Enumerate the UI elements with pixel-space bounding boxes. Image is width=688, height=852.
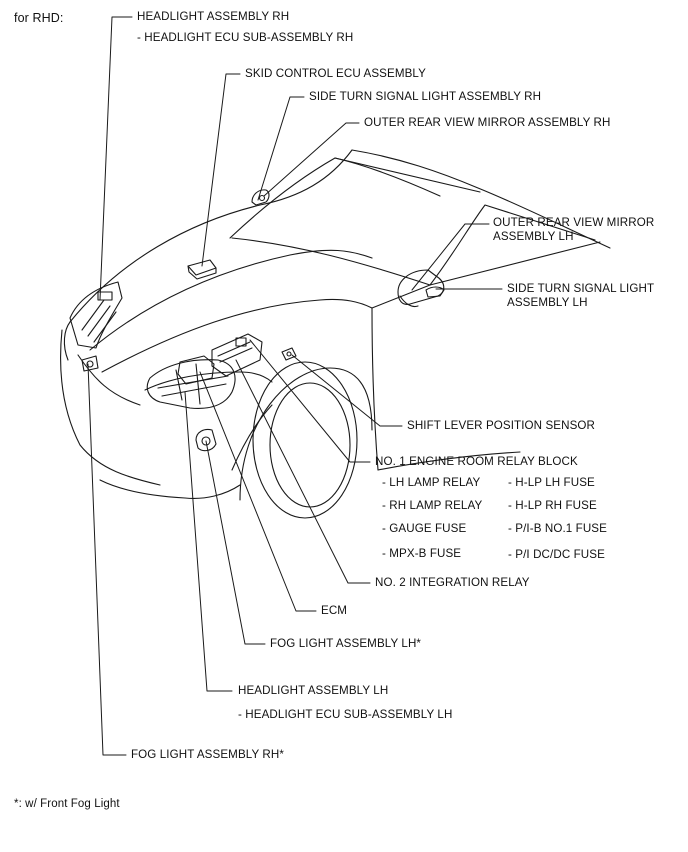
leader-mirror-rh — [263, 122, 360, 197]
windshield-outline — [229, 157, 441, 239]
leader-side-turn-rh — [257, 96, 305, 201]
label-side-turn-rh: SIDE TURN SIGNAL LIGHT ASSEMBLY RH — [309, 90, 542, 103]
label-outer-mirror-rh: OUTER REAR VIEW MIRROR ASSEMBLY RH — [364, 116, 611, 129]
label-outer-mirror-lh-line1: OUTER REAR VIEW MIRROR — [493, 216, 655, 229]
label-ecm: ECM — [321, 604, 348, 617]
label-fog-rh: FOG LIGHT ASSEMBLY RH* — [131, 748, 284, 761]
shift-sensor-shape — [281, 347, 297, 361]
leader-fog-lh — [205, 440, 266, 645]
leader-relay-block — [249, 339, 371, 463]
relay-item: - RH LAMP RELAY — [382, 499, 483, 512]
leader-ecm — [199, 371, 317, 612]
relay-item: - LH LAMP RELAY — [382, 476, 481, 489]
relay-block-shape — [211, 333, 263, 377]
label-integration-relay: NO. 2 INTEGRATION RELAY — [375, 576, 530, 589]
label-fog-lh: FOG LIGHT ASSEMBLY LH* — [270, 637, 422, 650]
label-shift-lever-sensor: SHIFT LEVER POSITION SENSOR — [407, 419, 596, 432]
front-wheel — [252, 361, 358, 519]
headlight-rh-shape — [69, 281, 123, 349]
footnote: *: w/ Front Fog Light — [14, 798, 120, 810]
leader-lines — [87, 16, 503, 756]
door-outline — [429, 204, 596, 286]
fog-rh-shape — [81, 355, 99, 372]
label-headlight-ecu-lh: - HEADLIGHT ECU SUB-ASSEMBLY LH — [238, 708, 453, 721]
variant-label: for RHD: — [14, 11, 64, 25]
label-outer-mirror-lh-line2: ASSEMBLY LH — [493, 230, 574, 243]
label-side-turn-lh-line2: ASSEMBLY LH — [507, 296, 588, 309]
leader-fog-rh — [87, 363, 127, 756]
relay-item: - P/I DC/DC FUSE — [508, 548, 605, 561]
mirror-lh-shape — [397, 269, 445, 308]
leader-shift-sensor — [291, 354, 403, 427]
relay-item: - H-LP RH FUSE — [508, 499, 597, 512]
wheel-arch — [239, 367, 373, 501]
label-skid-control-ecu: SKID CONTROL ECU ASSEMBLY — [245, 67, 426, 80]
label-relay-block: NO. 1 ENGINE ROOM RELAY BLOCK — [375, 455, 578, 468]
label-side-turn-lh-line1: SIDE TURN SIGNAL LIGHT — [507, 282, 655, 295]
fog-lh-shape — [195, 428, 217, 452]
label-headlight-ecu-rh: - HEADLIGHT ECU SUB-ASSEMBLY RH — [137, 31, 354, 44]
label-headlight-rh: HEADLIGHT ASSEMBLY RH — [137, 10, 290, 23]
relay-item: - P/I-B NO.1 FUSE — [508, 522, 607, 535]
bumper-outline — [60, 329, 161, 486]
ecm-shape — [177, 355, 215, 385]
relay-item: - MPX-B FUSE — [382, 547, 462, 560]
leader-mirror-lh — [411, 223, 490, 291]
leader-headlight-lh — [184, 391, 233, 692]
mirror-rh-shape — [251, 189, 270, 206]
leader-headlight-rh — [99, 16, 133, 301]
relay-item: - GAUGE FUSE — [382, 522, 467, 535]
leader-integration-relay — [235, 359, 371, 584]
leader-skid-control — [201, 73, 241, 267]
hood-outline — [69, 149, 353, 323]
relay-item: - H-LP LH FUSE — [508, 476, 595, 489]
label-headlight-lh: HEADLIGHT ASSEMBLY LH — [238, 684, 389, 697]
